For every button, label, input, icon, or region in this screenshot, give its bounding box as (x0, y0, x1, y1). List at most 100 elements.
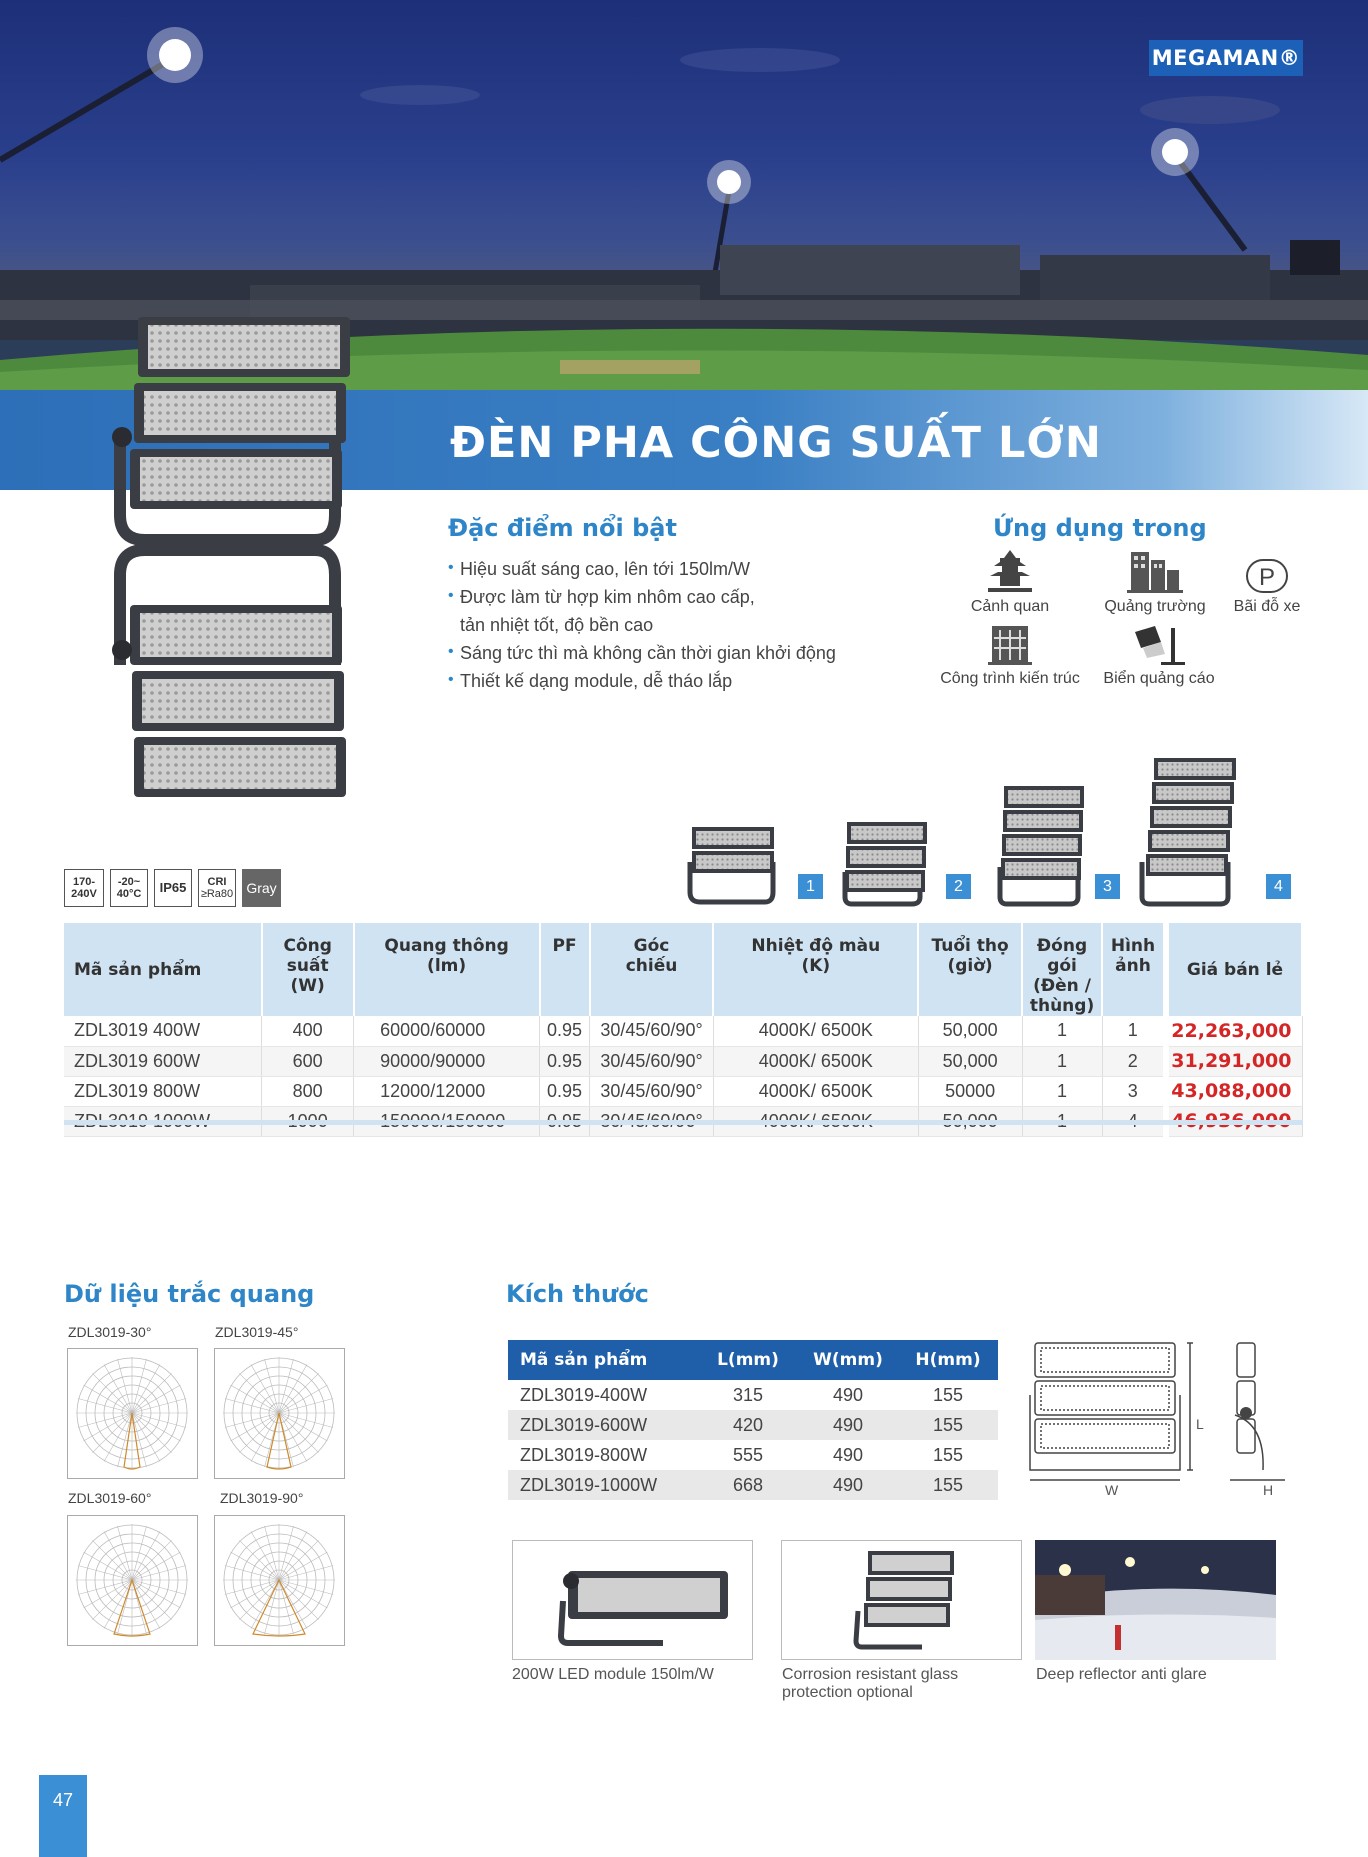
polar-grid (223, 1357, 335, 1470)
header-pf: PF (539, 923, 591, 1016)
cell-power: 800 (261, 1076, 355, 1107)
voltage-badge: 170-240V (64, 869, 104, 907)
polar-label-30: ZDL3019-30° (68, 1324, 152, 1340)
table-row: ZDL3019-600W 420 490 155 (508, 1410, 998, 1440)
header-text: Nhiệt độ màu (751, 936, 881, 956)
cell-pf: 0.95 (539, 1046, 591, 1077)
polar-label-60: ZDL3019-60° (68, 1490, 152, 1506)
cell-angle: 30/45/60/90° (589, 1016, 714, 1047)
cri-badge: CRI≥Ra80 (198, 869, 236, 907)
badge-line: CRI (207, 876, 227, 888)
cell-code: ZDL3019-1000W (508, 1470, 698, 1500)
header-text: thùng) (1029, 996, 1095, 1016)
fixture-lineup-image (687, 758, 1236, 907)
fixture-number-4: 4 (1266, 874, 1291, 899)
dimensions-heading: Kích thước (506, 1280, 649, 1308)
caption-line: Corrosion resistant glass (782, 1666, 959, 1683)
feature-item: Hiệu suất sáng cao, lên tới 150lm/W (448, 554, 836, 583)
features-list: Hiệu suất sáng cao, lên tới 150lm/W Được… (448, 554, 836, 695)
table-row: ZDL3019 800W 800 12000/12000 0.95 30/45/… (64, 1076, 1303, 1107)
buildings-icon (1127, 552, 1183, 593)
cell-life: 50,000 (918, 1046, 1023, 1077)
table-row: ZDL3019-400W 315 490 155 (508, 1380, 998, 1410)
header-text: (K) (801, 956, 831, 976)
application-label: Công trình kiến trúc (940, 670, 1080, 687)
header-text: (W) (290, 976, 325, 996)
cell-angle: 30/45/60/90° (589, 1046, 714, 1077)
cell-width: 490 (798, 1410, 898, 1440)
fixture-1-image (687, 827, 776, 905)
cell-power: 400 (261, 1016, 355, 1047)
cell-length: 668 (698, 1470, 798, 1500)
cell-price: 22,263,000 (1162, 1016, 1303, 1047)
dimension-label-width: W (1105, 1482, 1119, 1498)
cell-cct: 4000K/ 6500K (713, 1016, 919, 1047)
polar-diagram-45 (214, 1348, 345, 1479)
feature-item: Thiết kế dạng module, dễ tháo lắp (448, 666, 836, 695)
product-spec-table: Mã sản phẩm Công suất(W) Quang thông(lm)… (64, 923, 1304, 1137)
header-text: Hình (1110, 936, 1156, 956)
cell-flux: 90000/90000 (353, 1046, 541, 1077)
header-width: W(mm) (798, 1340, 898, 1380)
photometric-heading: Dữ liệu trắc quang (64, 1280, 315, 1308)
badge-line: IP65 (159, 880, 187, 895)
header-text: ảnh (1115, 956, 1151, 976)
polar-label-90: ZDL3019-90° (220, 1490, 304, 1506)
svg-text:P: P (1259, 564, 1275, 591)
cell-pf: 0.95 (539, 1076, 591, 1107)
header-text: Đóng gói (1036, 936, 1088, 976)
cell-length: 555 (732, 1444, 764, 1465)
table-row: ZDL3019 400W 400 60000/60000 0.95 30/45/… (64, 1016, 1303, 1047)
fixture-number-1: 1 (798, 874, 823, 899)
header-text: Quang thông (384, 936, 509, 956)
cell-height: 155 (898, 1410, 998, 1440)
spec-badges: 170-240V -20~40°C IP65 CRI≥Ra80 Gray (64, 869, 281, 907)
cell-pf: 0.95 (539, 1016, 591, 1047)
header-text: Góc (633, 936, 670, 956)
header-code: Mã sản phẩm (64, 923, 263, 1016)
cell-life: 50,000 (918, 1016, 1023, 1047)
cell-width: 490 (798, 1470, 898, 1500)
cell-code: ZDL3019 400W (64, 1016, 263, 1047)
cell-power: 600 (261, 1046, 355, 1077)
polar-grid (223, 1524, 335, 1637)
cell-flux: 12000/12000 (353, 1076, 541, 1107)
cell-length: 420 (698, 1410, 798, 1440)
header-length: L(mm) (698, 1340, 798, 1380)
cell-image: 3 (1102, 1076, 1167, 1107)
cell-length: 315 (732, 1384, 764, 1405)
header-power: Công suất(W) (261, 923, 355, 1016)
application-billboard: Biển quảng cáo (1100, 624, 1218, 688)
header-cct: Nhiệt độ màu(K) (713, 923, 920, 1016)
application-landscape: Cảnh quan (967, 548, 1053, 616)
application-architecture: Công trình kiến trúc (936, 624, 1084, 688)
header-text: (Đèn / (1033, 976, 1091, 996)
ip-rating-badge: IP65 (154, 869, 192, 907)
dimensions-table: Mã sản phẩm L(mm) W(mm) H(mm) ZDL3019-40… (508, 1340, 998, 1500)
polar-diagram-30 (67, 1348, 198, 1479)
cell-angle: 30/45/60/90° (589, 1076, 714, 1107)
temperature-badge: -20~40°C (110, 869, 148, 907)
cell-height: 155 (898, 1470, 998, 1500)
application-label: Cảnh quan (970, 598, 1050, 615)
led-module-photo (512, 1540, 753, 1660)
cell-height: 155 (932, 1384, 964, 1405)
polar-grid (76, 1524, 188, 1637)
fixture-number-2: 2 (946, 874, 971, 899)
feature-item-continued: tản nhiệt tốt, độ bền cao (448, 611, 836, 639)
architecture-icon (988, 626, 1032, 665)
page-number: 47 (39, 1775, 87, 1857)
table-header-row: Mã sản phẩm Công suất(W) Quang thông(lm)… (64, 923, 1304, 1016)
table-header-row: Mã sản phẩm L(mm) W(mm) H(mm) (508, 1340, 998, 1380)
header-flux: Quang thông(lm) (353, 923, 541, 1016)
header-price: Giá bán lẻ (1162, 923, 1304, 1016)
applications-heading: Ứng dụng trong (993, 514, 1207, 542)
color-badge: Gray (242, 869, 281, 907)
application-label: Quảng trường (1104, 598, 1206, 615)
floodlight-product-image (112, 317, 350, 797)
cell-image: 2 (1102, 1046, 1167, 1077)
header-text: (giờ) (947, 956, 993, 976)
cell-flux: 60000/60000 (353, 1016, 541, 1047)
header-pack: Đóng gói(Đèn /thùng) (1022, 923, 1104, 1016)
